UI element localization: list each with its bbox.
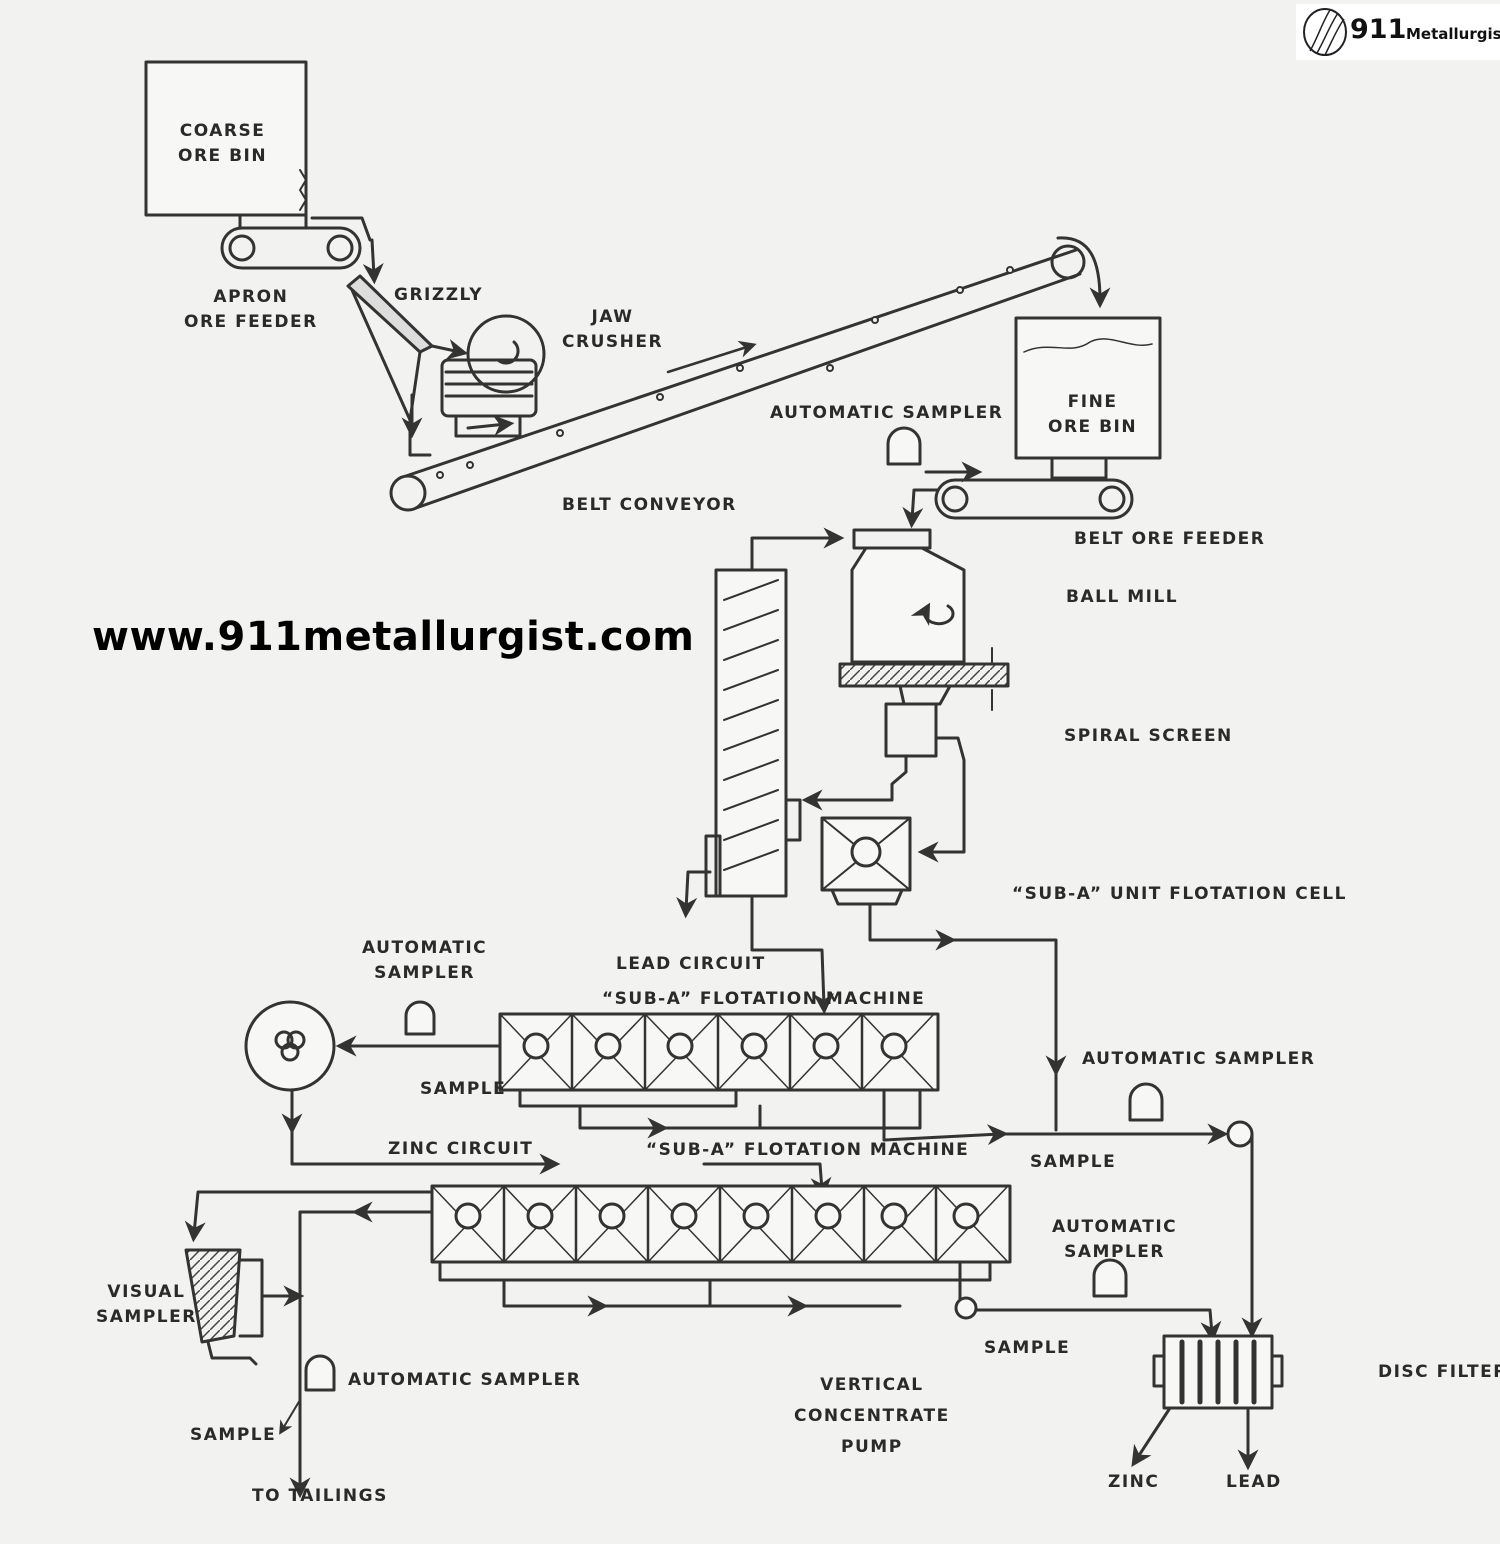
- spiral-screen-icon: [704, 568, 802, 898]
- belt-ore-feeder-icon: [934, 478, 1134, 520]
- automatic-sampler-icon-zinc: [1092, 1258, 1128, 1298]
- label-grizzly: GRIZZLY: [394, 285, 484, 305]
- label-belt-ore-feeder: BELT ORE FEEDER: [1074, 529, 1266, 549]
- automatic-sampler-icon-right: [1128, 1082, 1164, 1122]
- label-lead: LEAD: [1226, 1472, 1282, 1492]
- label-automatic-sampler-top: AUTOMATIC SAMPLER: [770, 403, 1004, 423]
- label-zinc-flotation-machine: “SUB-A” FLOTATION MACHINE: [646, 1140, 970, 1160]
- label-ball-mill: BALL MILL: [1066, 587, 1179, 607]
- zinc-flotation-machine-icon: [430, 1184, 1012, 1264]
- apron-feeder-icon: [220, 216, 372, 270]
- automatic-sampler-icon-tail: [304, 1354, 336, 1392]
- label-zinc-circuit: ZINC CIRCUIT: [388, 1139, 534, 1159]
- label-sample-tail: SAMPLE: [190, 1425, 277, 1445]
- label-sub-a-unit-cell: “SUB-A” UNIT FLOTATION CELL: [1012, 884, 1347, 904]
- label-lead-circuit: LEAD CIRCUIT: [616, 954, 766, 974]
- label-spiral-screen: SPIRAL SCREEN: [1064, 726, 1233, 746]
- label-belt-conveyor: BELT CONVEYOR: [562, 495, 737, 515]
- logo-globe-icon: [1303, 8, 1347, 56]
- vertical-pump-icon: [954, 1296, 978, 1320]
- label-sample-right: SAMPLE: [1030, 1152, 1117, 1172]
- conditioner-icon: [244, 1000, 336, 1092]
- jaw-crusher-icon: [440, 314, 546, 438]
- label-zinc: ZINC: [1108, 1472, 1160, 1492]
- automatic-sampler-icon-top: [886, 426, 922, 466]
- coarse-ore-bin-icon: [144, 60, 308, 230]
- logo-badge: 911 Metallurgist: [1296, 4, 1500, 60]
- logo-number: 911: [1350, 14, 1407, 45]
- sub-a-unit-cell-icon: [820, 816, 912, 906]
- fine-ore-bin-icon: [1014, 316, 1162, 480]
- lead-flotation-machine-icon: [498, 1012, 940, 1092]
- visual-sampler-icon: [184, 1248, 264, 1366]
- label-sample-lead: SAMPLE: [420, 1079, 507, 1099]
- concentrate-pump-icon-lead: [1226, 1120, 1254, 1148]
- label-automatic-sampler-tail: AUTOMATIC SAMPLER: [348, 1370, 582, 1390]
- label-sample-zinc-conc: SAMPLE: [984, 1338, 1071, 1358]
- label-automatic-sampler-right: AUTOMATIC SAMPLER: [1082, 1049, 1316, 1069]
- logo-text: Metallurgist: [1406, 25, 1500, 43]
- disc-filter-icon: [1152, 1334, 1284, 1410]
- label-to-tailings: TO TAILINGS: [252, 1486, 388, 1506]
- label-lead-flotation-machine: “SUB-A” FLOTATION MACHINE: [602, 989, 926, 1009]
- automatic-sampler-icon-lead: [404, 1000, 436, 1036]
- label-disc-filter: DISC FILTER: [1378, 1362, 1500, 1382]
- belt-conveyor-icon: [389, 244, 1086, 512]
- ball-mill-icon: [838, 528, 1010, 758]
- watermark-url: www.911metallurgist.com: [92, 614, 695, 660]
